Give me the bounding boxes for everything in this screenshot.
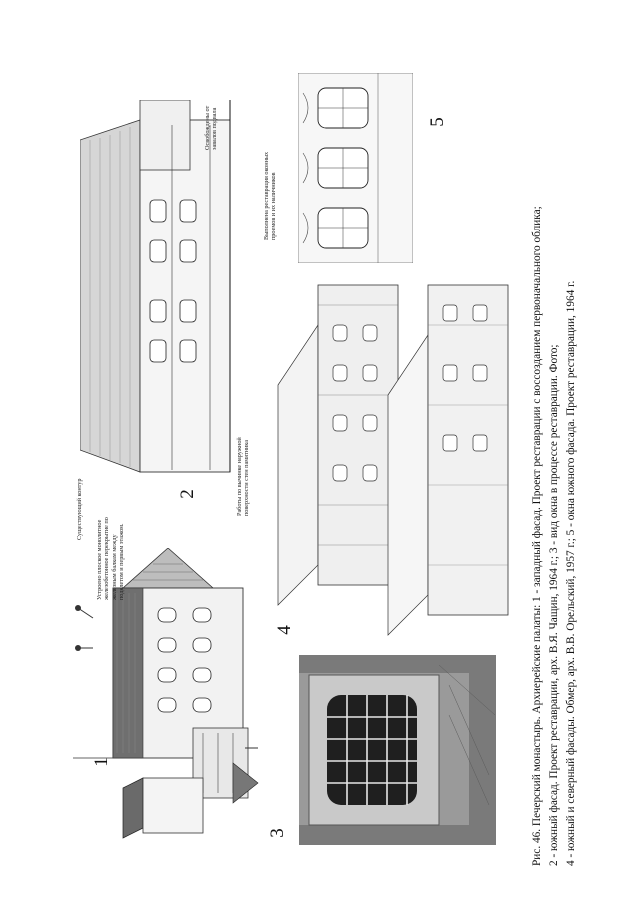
annotation-floor-note-line: железобетонное перекрытие по bbox=[103, 517, 111, 600]
annotation-windows-line: Выполнена реставрация оконных bbox=[263, 151, 270, 240]
figure-label-1: 1 bbox=[91, 757, 112, 767]
caption-line-2: 2 - южный фасад. Проект реставрации, арх… bbox=[548, 344, 560, 866]
figure-label-4: 4 bbox=[274, 625, 295, 635]
annotation-basement-line: Освобождены от bbox=[204, 105, 211, 150]
west-facade-drawing bbox=[73, 548, 259, 839]
annotation-windows-line: проемов и их наличников bbox=[270, 172, 278, 240]
annotation-basement-line: завалов подвала bbox=[211, 107, 219, 150]
figure-label-3: 3 bbox=[267, 828, 288, 838]
window-photo bbox=[299, 655, 496, 845]
figure-label-2: 2 bbox=[177, 489, 198, 499]
south-facade-windows-drawing bbox=[298, 73, 413, 263]
caption-line-3: 4 - южный и северный фасады. Обмер, арх.… bbox=[565, 280, 577, 866]
annotation-outer-wall: Работы по вычинке наружной поверхности с… bbox=[236, 437, 251, 516]
south-facade-project-drawing bbox=[80, 100, 231, 473]
figure-label-5: 5 bbox=[427, 117, 448, 127]
annotation-windows: Выполнена реставрация оконных проемов и … bbox=[263, 152, 278, 240]
annotation-outer-wall-line: Работы по вычинке наружной bbox=[236, 437, 243, 516]
south-north-facades-measurement-drawing bbox=[277, 284, 509, 636]
annotation-basement: Освобождены от завалов подвала bbox=[204, 106, 219, 150]
annotation-floor-note: Устроено плоское монолитное железобетонн… bbox=[96, 517, 126, 600]
annotation-floor-note-line: железным балкам между bbox=[110, 534, 118, 600]
caption-line-1: Рис. 46. Печерский монастырь. Архиерейск… bbox=[531, 206, 543, 866]
annotation-existing-contour: Существующий контур bbox=[76, 478, 83, 540]
annotation-floor-note-line: Устроено плоское монолитное bbox=[96, 519, 103, 600]
annotation-outer-wall-line: поверхности стен памятника bbox=[243, 440, 251, 516]
annotation-floor-note-line: подклетом и первым этажом. bbox=[118, 523, 126, 600]
